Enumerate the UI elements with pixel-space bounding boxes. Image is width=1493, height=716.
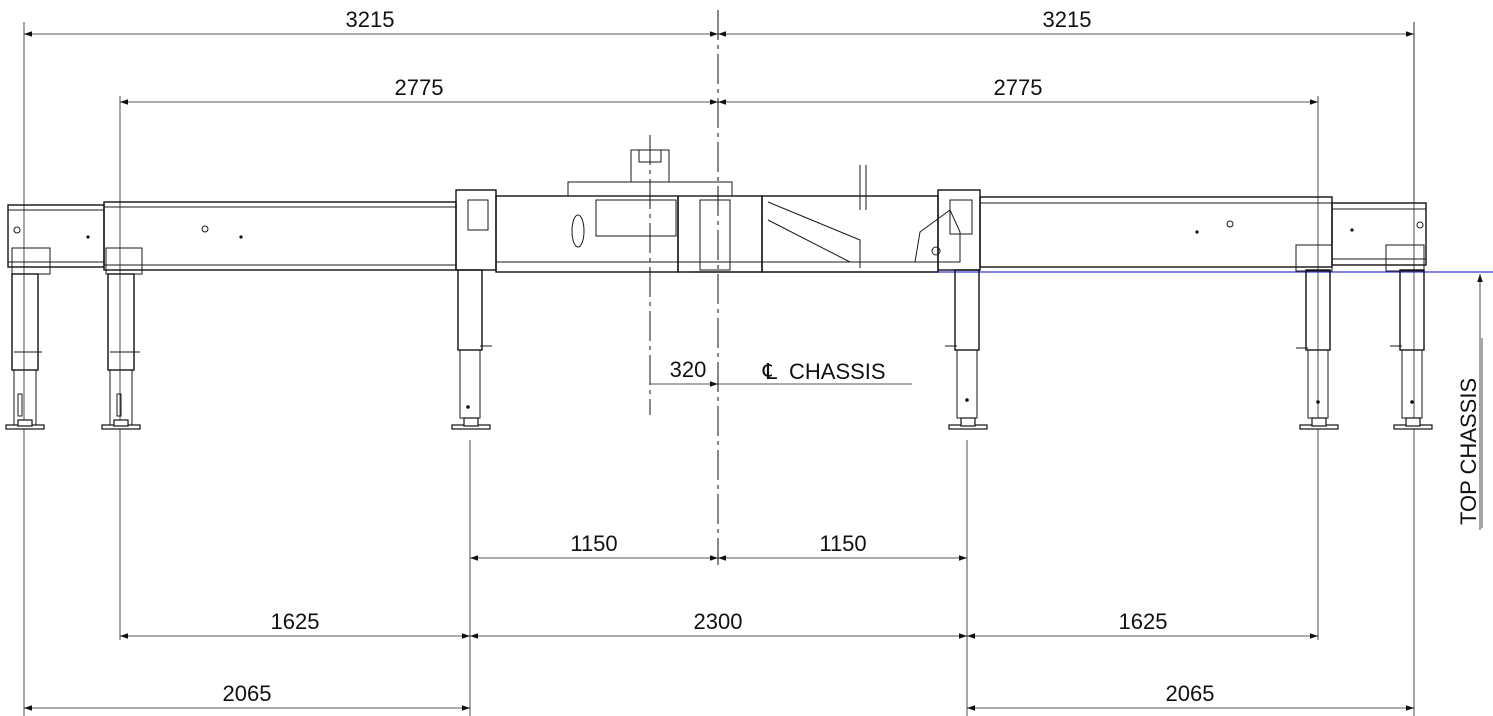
right-outrigger-beam: [979, 196, 1427, 272]
dim-outer-left: 2065: [223, 681, 272, 706]
dim-top-right-inner: 2775: [994, 75, 1043, 100]
dimension-texts: 3215 3215 2775 2775 320 1150 1150 1625 2…: [223, 7, 1215, 706]
centerline-label: CHASSIS: [789, 359, 886, 384]
centerline-symbol: ℄: [762, 359, 778, 384]
dim-top-left-inner: 2775: [395, 75, 444, 100]
outrigger-legs: [5, 269, 1433, 430]
dim-half-right: 1150: [819, 531, 866, 556]
dim-span-left: 1625: [271, 609, 320, 634]
dim-top-left-outer: 3215: [346, 7, 395, 32]
left-outrigger-beam: [7, 201, 457, 275]
dim-outer-right: 2065: [1166, 681, 1215, 706]
dim-half-left: 1150: [570, 531, 617, 556]
dimension-lines: [24, 31, 1483, 711]
dim-offset: 320: [670, 357, 707, 382]
dim-span-right: 1625: [1119, 609, 1168, 634]
extension-lines: [23, 22, 1415, 716]
top-chassis-label: TOP CHASSIS: [1456, 378, 1481, 525]
dim-top-right-outer: 3215: [1043, 7, 1092, 32]
crane-base-body: [455, 149, 981, 273]
dim-span-center: 2300: [694, 609, 743, 634]
